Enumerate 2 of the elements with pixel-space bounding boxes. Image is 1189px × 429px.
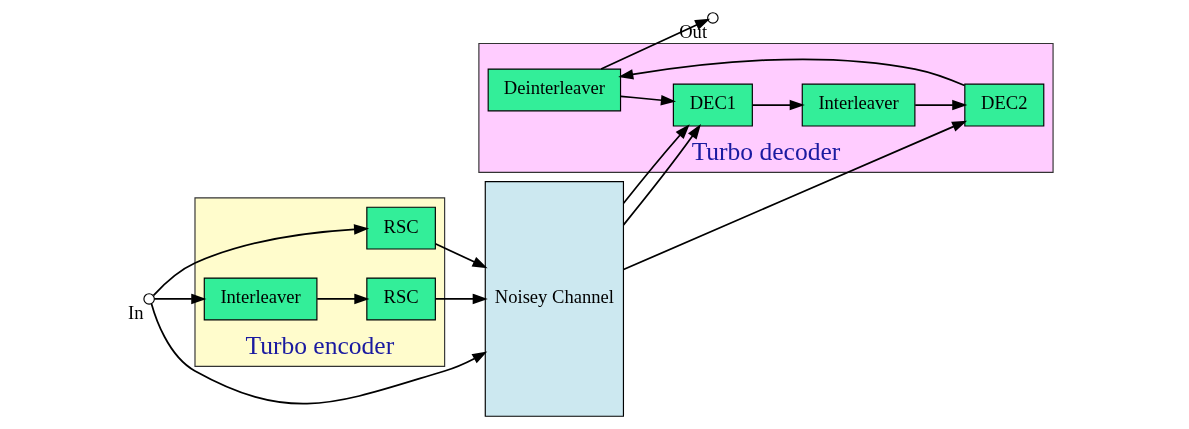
node-label: In (127, 302, 144, 324)
node-label: Out (678, 21, 707, 43)
